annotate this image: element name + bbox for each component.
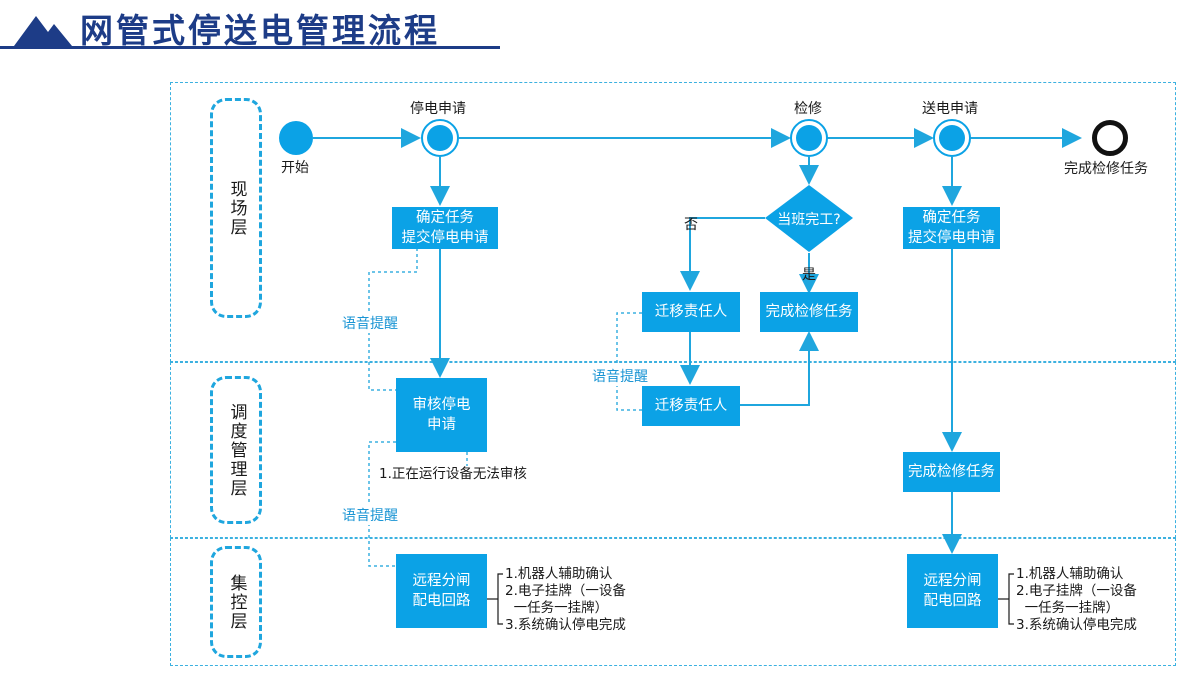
confirm-task-box-right[interactable]: 确定任务 提交停电申请 xyxy=(903,207,1000,249)
finish-task-box-field[interactable]: 完成检修任务 xyxy=(760,292,858,332)
voice-alert-label-lower: 语音提醒 xyxy=(341,505,399,525)
remote-switch-box-right[interactable]: 远程分闸 配电回路 xyxy=(907,554,998,628)
lane-label-dispatch: 调度管理层 xyxy=(210,376,262,524)
outage-request-node[interactable] xyxy=(421,119,459,157)
lane-label-control: 集控层 xyxy=(210,546,262,658)
finish-task-box-dispatch[interactable]: 完成检修任务 xyxy=(903,452,1000,492)
confirm-task-box-left[interactable]: 确定任务 提交停电申请 xyxy=(392,207,498,249)
steps-note-left: 1.机器人辅助确认 2.电子挂牌（一设备 一任务一挂牌） 3.系统确认停电完成 xyxy=(505,566,626,633)
end-label: 完成检修任务 xyxy=(1064,161,1148,177)
steps-note-right: 1.机器人辅助确认 2.电子挂牌（一设备 一任务一挂牌） 3.系统确认停电完成 xyxy=(1016,566,1137,633)
decision-yes-label: 是 xyxy=(802,267,816,283)
voice-alert-label-upper: 语音提醒 xyxy=(341,313,399,333)
outage-request-label: 停电申请 xyxy=(410,101,466,117)
power-request-label: 送电申请 xyxy=(922,101,978,117)
title-underline xyxy=(0,46,500,49)
start-node[interactable] xyxy=(279,121,313,155)
mountain-logo-icon xyxy=(14,16,72,46)
title-bar: 网管式停送电管理流程 xyxy=(0,0,500,56)
decision-diamond xyxy=(765,185,853,252)
review-note: 1.正在运行设备无法审核 xyxy=(379,466,527,482)
decision-no-label: 否 xyxy=(684,217,698,233)
lane-control xyxy=(170,538,1176,666)
lane-dispatch xyxy=(170,362,1176,538)
review-outage-box[interactable]: 审核停电 申请 xyxy=(396,378,487,452)
power-request-node[interactable] xyxy=(933,119,971,157)
maintenance-node[interactable] xyxy=(790,119,828,157)
decision-question: 当班完工? xyxy=(777,212,841,228)
start-label: 开始 xyxy=(281,160,309,176)
lane-field xyxy=(170,82,1176,362)
lane-label-field: 现场层 xyxy=(210,98,262,318)
page-title: 网管式停送电管理流程 xyxy=(80,11,440,50)
remote-switch-box-left[interactable]: 远程分闸 配电回路 xyxy=(396,554,487,628)
maintenance-label: 检修 xyxy=(794,101,822,117)
voice-alert-label-middle: 语音提醒 xyxy=(591,366,649,386)
transfer-owner-box-lower[interactable]: 迁移责任人 xyxy=(642,386,740,426)
transfer-owner-box-upper[interactable]: 迁移责任人 xyxy=(642,292,740,332)
end-node[interactable] xyxy=(1092,120,1128,156)
